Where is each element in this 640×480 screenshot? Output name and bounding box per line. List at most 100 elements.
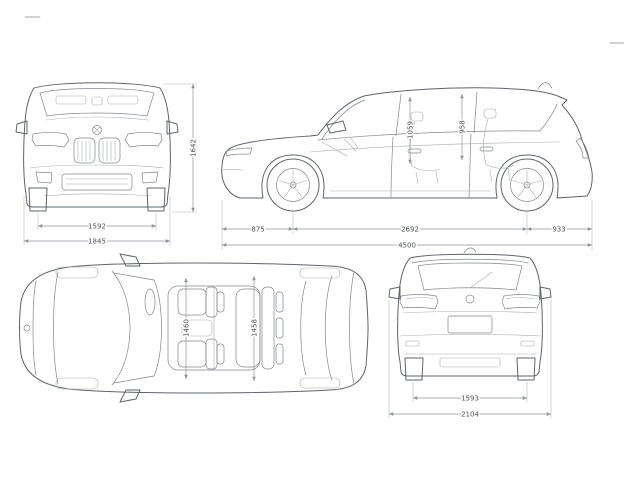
fog-lamp-right xyxy=(141,171,159,184)
door-handle-front xyxy=(407,148,422,154)
side-view: 1059 958 875 2692 933 4500 xyxy=(221,82,593,251)
rear-mirror-left xyxy=(388,286,401,300)
top-car-body xyxy=(19,253,369,403)
rear-bench-plan xyxy=(235,286,284,370)
headlight-left xyxy=(31,132,70,148)
rear-roundel xyxy=(465,294,475,304)
top-view: 1460 1458 xyxy=(19,253,369,403)
side-mirror xyxy=(326,120,347,134)
rear-antenna-fin xyxy=(463,247,477,254)
side-mirror-left xyxy=(15,120,28,135)
front-body-outline xyxy=(23,82,171,208)
dim-front-track-width: 1592 xyxy=(88,223,106,231)
front-badge-plan xyxy=(23,324,31,332)
dim-rear-interior-height: 958 xyxy=(459,120,467,133)
roof-front-edge xyxy=(153,279,162,377)
wheel-rear-left xyxy=(404,357,424,381)
dim-rear-overhang: 933 xyxy=(552,226,565,234)
sun-visor-right xyxy=(107,95,139,105)
taillight-side xyxy=(575,137,590,159)
wheel-plan-front-top xyxy=(55,266,99,279)
intake-slats xyxy=(65,178,129,185)
windshield-base-arc xyxy=(111,270,131,386)
a-pillar xyxy=(321,99,366,140)
wheel-plan-rear-bottom xyxy=(299,377,341,389)
front-view: 1592 1845 1642 xyxy=(15,82,199,247)
reflector-right xyxy=(520,340,535,347)
roof-antenna-fin xyxy=(537,82,553,90)
fog-lamp-left xyxy=(35,171,53,184)
wheel-front xyxy=(266,158,320,212)
c-pillar xyxy=(473,91,478,134)
side-car-body xyxy=(221,82,593,212)
rear-wiper xyxy=(469,271,493,289)
dim-overall-length: 4500 xyxy=(398,242,416,250)
a-pillar-plan-bottom xyxy=(113,375,155,384)
wheel-rear xyxy=(500,158,554,212)
dim-rear-interior-width: 1458 xyxy=(251,319,259,337)
top-body-outline xyxy=(19,262,369,394)
headlight-side xyxy=(225,147,253,157)
wheel-plan-front-bottom xyxy=(55,377,99,390)
roof-rear-edge xyxy=(300,280,307,376)
tailgate-cutline xyxy=(349,271,355,385)
taillight-right xyxy=(501,294,541,310)
taillight-left xyxy=(399,294,439,310)
dim-front-interior-height: 1059 xyxy=(407,121,415,139)
grille-slats xyxy=(77,140,116,162)
dim-wheelbase: 2692 xyxy=(401,226,419,234)
front-windshield xyxy=(39,88,155,117)
front-seats-plan xyxy=(177,286,225,370)
brand-roundel xyxy=(92,125,102,135)
sun-visor-left xyxy=(55,95,87,105)
rear-door-cut xyxy=(468,133,472,198)
taillight-inner-lines xyxy=(405,297,535,300)
wheel-front-left xyxy=(28,187,48,212)
front-dimensions: 1592 1845 1642 xyxy=(23,83,199,247)
rear-dimensions: 1593 2104 xyxy=(388,300,552,420)
dim-front-overall-width: 1845 xyxy=(88,238,106,246)
wheel-front-right xyxy=(146,187,166,212)
a-pillar-plan-top xyxy=(113,272,155,281)
beltline xyxy=(317,103,558,141)
dim-rear-track-width: 1593 xyxy=(461,395,479,403)
rear-view: 1593 2104 xyxy=(388,247,552,420)
door-handle-rear xyxy=(479,146,494,152)
mirror-plan-bottom xyxy=(119,389,141,403)
side-body-outline xyxy=(221,87,593,199)
character-line xyxy=(309,141,561,153)
center-console-plan xyxy=(181,319,213,337)
rear-window-arc xyxy=(324,275,333,381)
rear-spoiler-line xyxy=(411,258,529,264)
dim-width-incl-mirrors: 2104 xyxy=(461,411,479,419)
dim-front-overhang: 875 xyxy=(251,226,264,234)
rear-bumper-line xyxy=(399,334,541,337)
reflector-left xyxy=(405,340,420,347)
rear-window xyxy=(417,262,523,291)
interior-rear-seat xyxy=(483,108,515,183)
headlight-right xyxy=(124,132,163,148)
front-door-cut xyxy=(390,136,394,198)
wheel-rear-right xyxy=(516,357,536,381)
dim-overall-height: 1642 xyxy=(190,139,198,157)
rear-mirror-right xyxy=(539,286,552,300)
dashboard-steering xyxy=(321,136,359,157)
mirror-plan-top xyxy=(119,253,141,267)
lower-air-intake xyxy=(61,173,133,191)
steering-wheel-plan xyxy=(144,288,156,316)
license-plate xyxy=(447,315,493,334)
kidney-grille-left xyxy=(73,137,96,164)
kidney-grille-right xyxy=(98,137,121,164)
cowl-line xyxy=(45,116,149,121)
b-pillar xyxy=(395,93,402,137)
front-car-body xyxy=(15,82,179,212)
front-bumper-line xyxy=(221,168,243,171)
diffuser xyxy=(439,357,501,368)
side-mirror-right xyxy=(166,120,179,135)
rearview-mirror xyxy=(91,96,103,106)
hood-cutline xyxy=(53,271,59,385)
wheel-plan-rear-top xyxy=(299,267,341,279)
tailgate-line xyxy=(402,311,538,314)
